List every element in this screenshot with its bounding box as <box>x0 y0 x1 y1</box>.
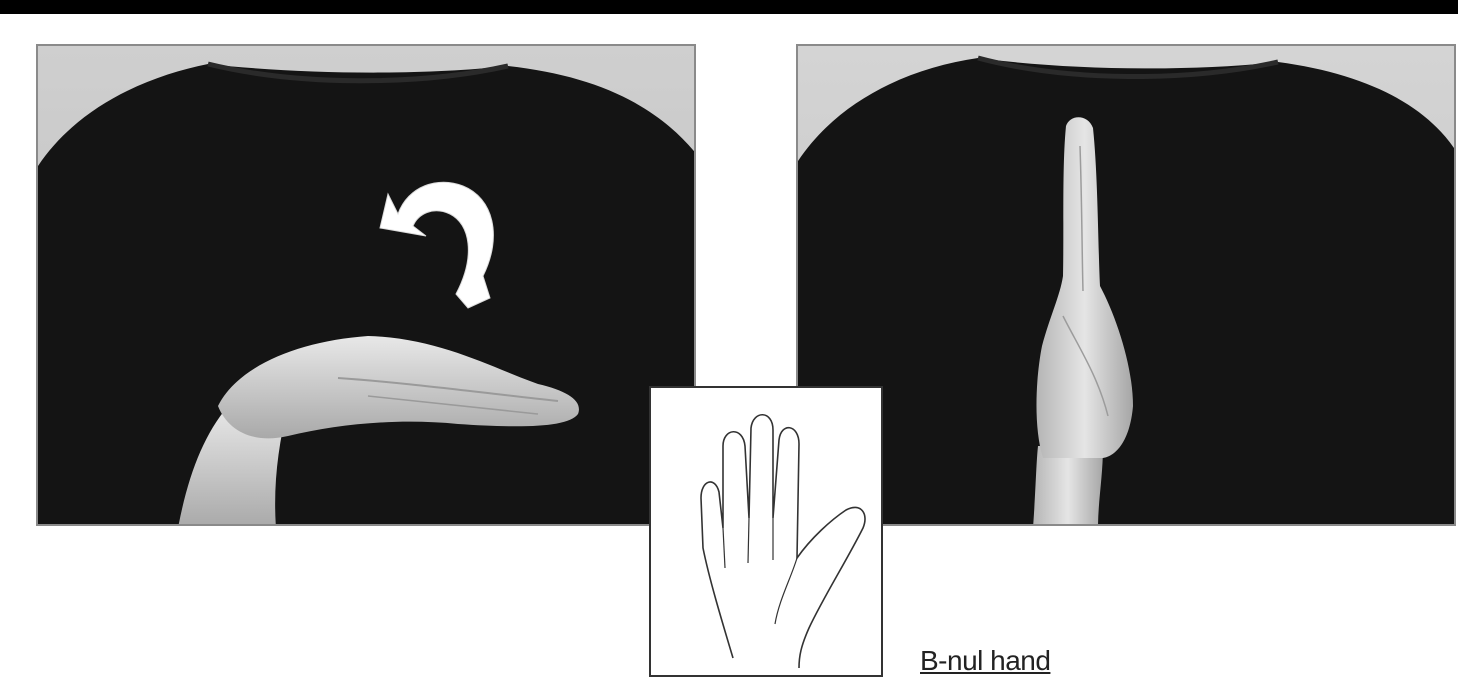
photo-sign-end <box>796 44 1456 526</box>
photo-sign-start <box>36 44 696 526</box>
flat-hand-outline-icon <box>651 388 881 675</box>
curved-arrow-counterclockwise-icon <box>38 46 696 526</box>
handshape-caption: B-nul hand <box>920 645 1050 677</box>
top-black-strip <box>0 0 1458 14</box>
handshape-diagram <box>649 386 883 677</box>
